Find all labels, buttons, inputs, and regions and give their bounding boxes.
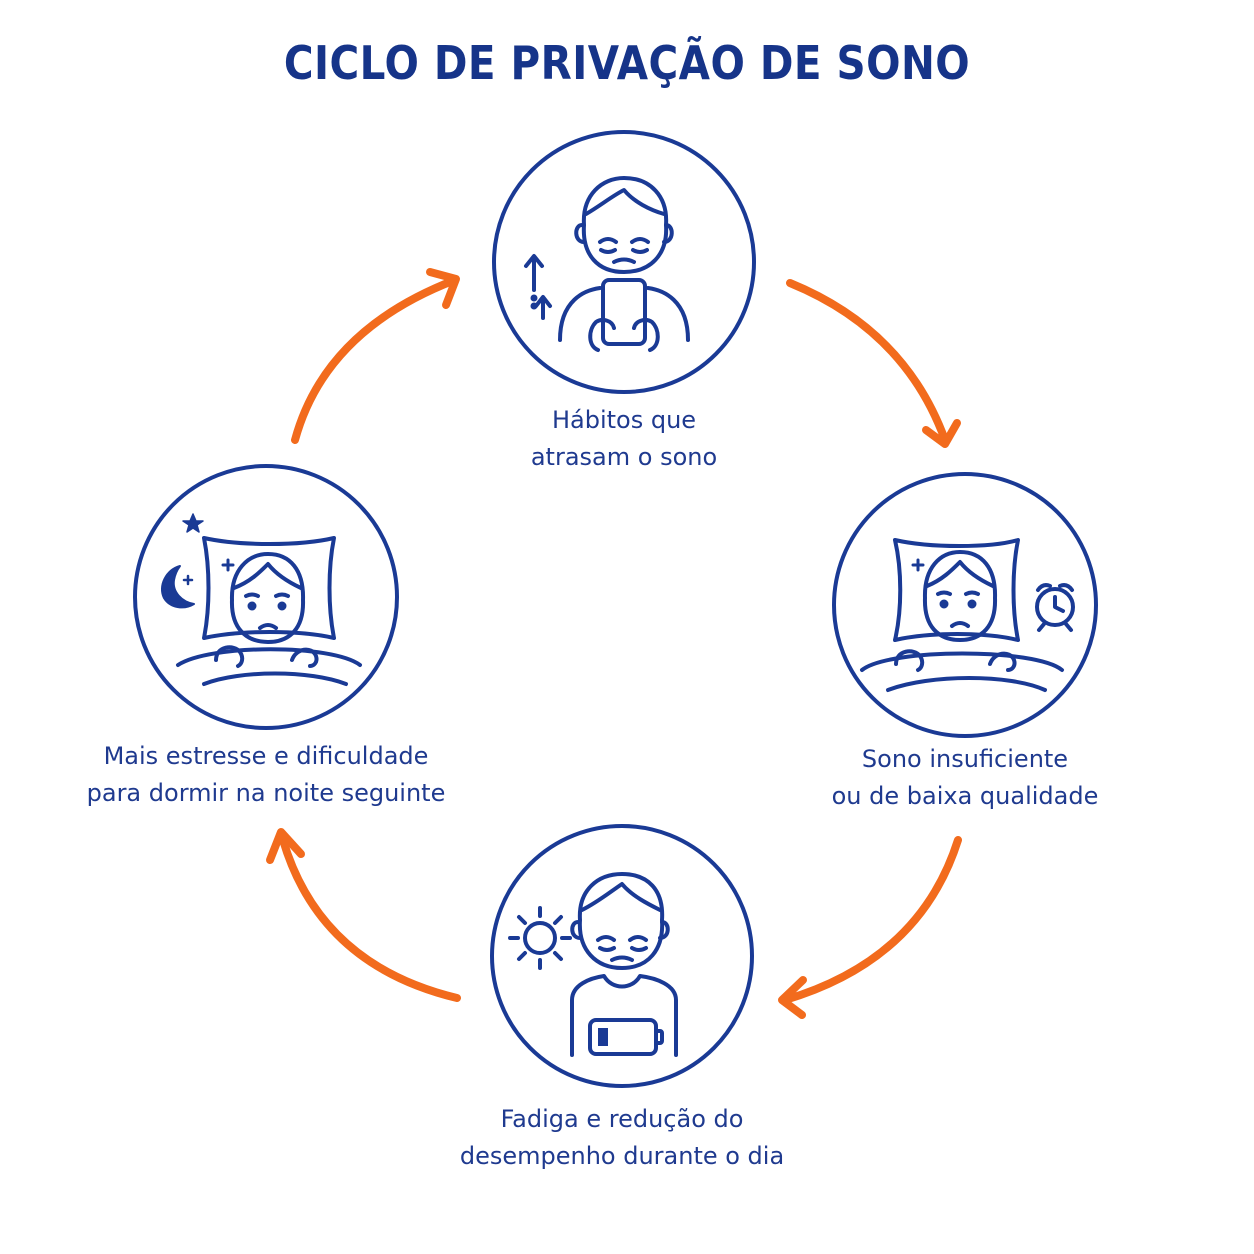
stage-label-fatigue-line2: desempenho durante o dia (459, 1142, 785, 1170)
stage-label-stress-line1: Mais estresse e dificuldade (103, 742, 429, 770)
stage-label-fatigue-line1: Fadiga e redução do (500, 1105, 744, 1133)
stage-label-habits: Hábitos que atrasam o sono (474, 402, 774, 476)
stage-label-habits-line1: Hábitos que (551, 406, 697, 434)
arrow-fatigue-to-stress (266, 828, 461, 1002)
person-awake-at-night-icon (133, 464, 399, 730)
stage-label-poor-sleep-line1: Sono insuficiente (861, 745, 1069, 773)
stage-label-stress-line2: para dormir na noite seguinte (86, 779, 446, 807)
tired-person-low-battery-icon (490, 824, 754, 1088)
arrow-sleep-to-fatigue (778, 836, 962, 1019)
stage-label-fatigue: Fadiga e redução do desempenho durante o… (432, 1101, 812, 1175)
stage-label-poor-sleep: Sono insuficiente ou de baixa qualidade (800, 741, 1130, 815)
stage-label-stress: Mais estresse e dificuldade para dormir … (70, 738, 462, 812)
person-in-bed-with-alarm-clock-icon (832, 472, 1098, 738)
stage-label-habits-line2: atrasam o sono (530, 443, 718, 471)
diagram-title: CICLO DE PRIVAÇÃO DE SONO (283, 36, 971, 90)
cycle-arrows (266, 268, 962, 1019)
arrow-habits-to-sleep (786, 279, 961, 448)
person-using-phone-icon (492, 130, 756, 394)
stage-label-poor-sleep-line2: ou de baixa qualidade (831, 782, 1099, 810)
arrow-stress-to-habits (291, 268, 460, 444)
